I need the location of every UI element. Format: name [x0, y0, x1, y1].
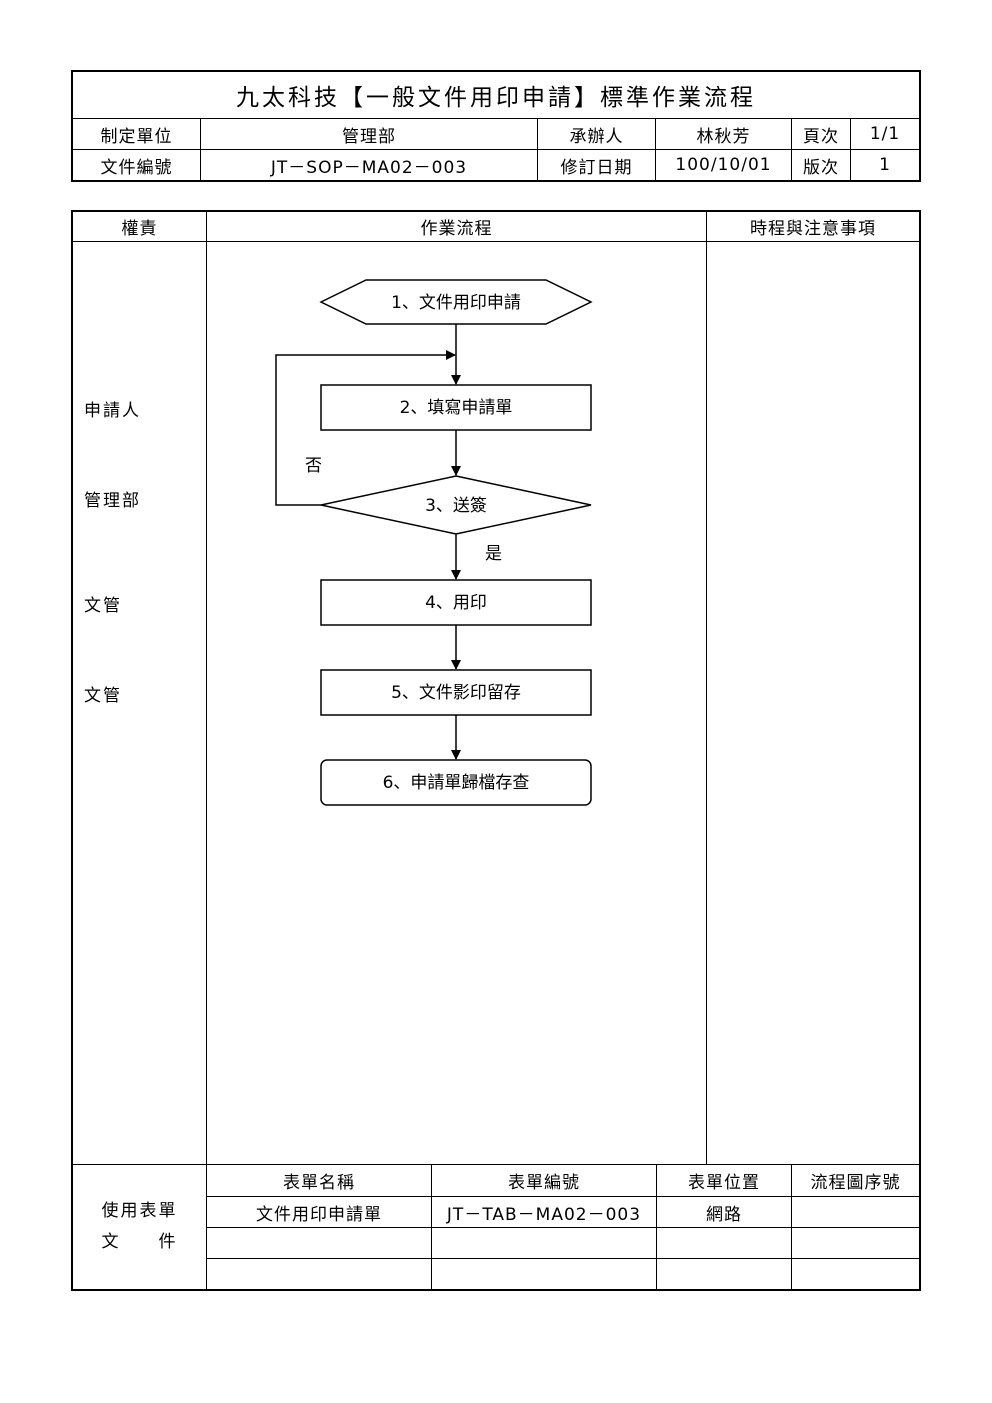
label-handler: 承辦人 — [569, 126, 624, 147]
flow-step-3-label: 3、送簽 — [425, 496, 487, 516]
forms-header-location: 表單位置 — [688, 1173, 760, 1193]
connector-no-loop — [275, 350, 456, 506]
value-handler: 林秋芳 — [696, 126, 751, 147]
column-header-schedule-notes: 時程與注意事項 — [750, 219, 876, 239]
value-page: 1/1 — [869, 124, 901, 144]
forms-row-1-number: JT－TAB－MA02－003 — [446, 1204, 642, 1225]
label-doc-number: 文件編號 — [100, 157, 173, 178]
role-document-control: 文管 — [84, 596, 122, 616]
forms-row-1-flow-seq — [792, 1197, 919, 1227]
decision-no-label: 否 — [305, 456, 322, 476]
flow-start-hexagon — [319, 279, 593, 325]
label-version: 版次 — [803, 157, 839, 178]
column-header-responsibility: 權責 — [121, 219, 158, 239]
forms-section-label-line1: 使用表單 — [101, 1201, 178, 1221]
value-revision-date: 100/10/01 — [675, 155, 772, 175]
forms-row-1-name: 文件用印申請單 — [256, 1204, 382, 1225]
forms-header-name: 表單名稱 — [283, 1173, 355, 1193]
value-owner-unit: 管理部 — [342, 126, 396, 147]
flow-step-5-box — [320, 669, 592, 716]
decision-yes-label: 是 — [485, 544, 502, 564]
forms-section-label: 使用表單 文 件 — [73, 1196, 206, 1258]
label-revision-date: 修訂日期 — [560, 157, 633, 178]
forms-header-number: 表單編號 — [508, 1173, 580, 1193]
role-document-control: 文管 — [84, 686, 122, 706]
forms-section-label-line2: 文 件 — [101, 1232, 178, 1252]
column-header-process: 作業流程 — [420, 219, 493, 239]
flow-step-2-box — [320, 384, 592, 431]
page-title: 九太科技【一般文件用印申請】標準作業流程 — [236, 85, 756, 111]
value-version: 1 — [879, 155, 891, 175]
flow-step-4-label: 4、用印 — [425, 593, 487, 613]
flow-step-6-label: 6、申請單歸檔存查 — [383, 773, 530, 793]
flow-end-box — [320, 759, 592, 806]
label-page: 頁次 — [803, 126, 839, 147]
flow-step-5-label: 5、文件影印留存 — [391, 683, 521, 703]
forms-row-1-location: 網路 — [706, 1204, 742, 1225]
role-management: 管理部 — [84, 491, 141, 511]
forms-header-flow-seq: 流程圖序號 — [810, 1173, 901, 1193]
role-applicant: 申請人 — [84, 401, 141, 421]
flow-step-2-label: 2、填寫申請單 — [400, 398, 513, 418]
value-doc-number: JT－SOP－MA02－003 — [270, 157, 468, 178]
flow-step-4-box — [320, 579, 592, 626]
flow-step-1-label: 1、文件用印申請 — [391, 293, 521, 313]
label-owner-unit: 制定單位 — [100, 126, 173, 147]
